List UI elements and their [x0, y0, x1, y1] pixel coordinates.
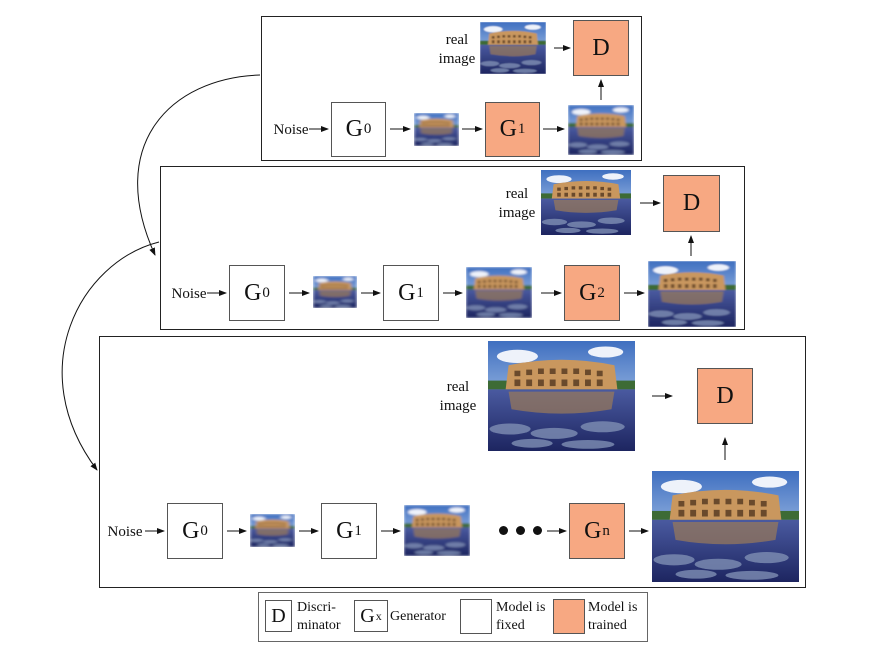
gn-output-image-3 — [652, 471, 799, 582]
legend-d-text: Discri-minator — [297, 600, 341, 633]
legend-trained-box — [553, 599, 585, 634]
discriminator-box-1: D — [573, 20, 629, 76]
legend-d-box: D — [265, 600, 292, 632]
real-image-3 — [488, 341, 635, 451]
legend-fixed-box — [460, 599, 492, 634]
g1-output-image-2 — [466, 267, 532, 318]
real-image-2 — [541, 170, 631, 235]
discriminator-box-3: D — [697, 368, 753, 424]
real-image-1 — [480, 22, 546, 74]
ellipsis-dot-3 — [533, 526, 542, 535]
g1-output-image-3 — [404, 505, 470, 556]
noise-label-2: Noise — [171, 286, 207, 302]
g2-output-image-2 — [648, 261, 736, 327]
g1-output-image-1 — [568, 105, 634, 155]
g0-output-image-3 — [250, 514, 295, 547]
ellipsis-dot-1 — [499, 526, 508, 535]
discriminator-box-2: D — [663, 175, 720, 232]
noise-label-1: Noise — [273, 122, 309, 138]
noise-label-3: Noise — [107, 524, 143, 540]
ellipsis-dot-2 — [516, 526, 525, 535]
legend-gx-text: Generator — [390, 609, 446, 624]
g0-output-image-1 — [414, 113, 459, 146]
g0-output-image-2 — [313, 276, 357, 308]
